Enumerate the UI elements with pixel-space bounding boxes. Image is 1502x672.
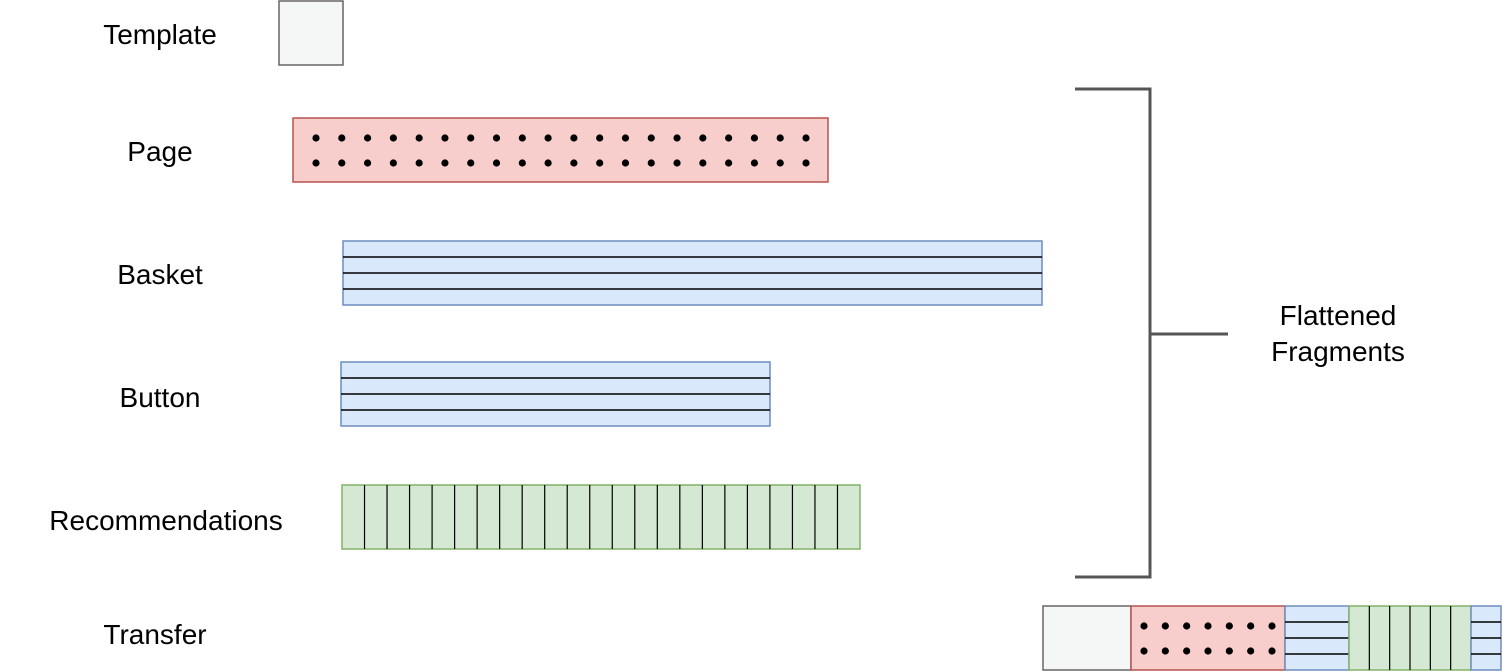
page-dot <box>492 134 501 142</box>
page-dot <box>518 134 526 142</box>
transfer-page-dot <box>1247 647 1255 655</box>
page-dot <box>776 159 784 167</box>
label-button: Button <box>119 382 201 413</box>
transfer-page-segment <box>1130 605 1286 671</box>
label-recommendations: Recommendations <box>49 505 283 536</box>
transfer-page-dot <box>1268 622 1276 630</box>
page-fragment-block <box>292 117 829 183</box>
transfer-page-dot <box>1183 622 1191 630</box>
page-dot <box>621 134 630 142</box>
page-dot <box>492 159 501 167</box>
page-dot <box>596 134 604 142</box>
transfer-page-dot <box>1204 647 1212 655</box>
recommendations-fragment-block <box>341 484 861 550</box>
page-dot <box>570 159 578 167</box>
page-dot <box>338 134 346 142</box>
transfer-template-segment <box>1042 605 1132 671</box>
page-dot <box>415 159 423 167</box>
page-dot <box>802 159 810 167</box>
transfer-page-dot <box>1204 622 1212 630</box>
page-dot <box>647 134 655 142</box>
bracket-label-line1: Flattened <box>1279 300 1397 331</box>
page-dot <box>725 134 733 142</box>
page-dot <box>338 159 346 167</box>
page-dot <box>699 134 707 142</box>
page-dot <box>699 159 707 167</box>
transfer-page-dot <box>1268 647 1276 655</box>
bracket-label-line2: Fragments <box>1271 336 1405 367</box>
page-dot <box>363 134 372 142</box>
transfer-page-dot <box>1247 622 1255 630</box>
page-dot <box>647 159 655 167</box>
page-dot <box>441 134 449 142</box>
page-dot <box>750 134 759 142</box>
button-fragment-block <box>340 361 771 427</box>
page-dot <box>776 134 784 142</box>
page-dot <box>673 159 681 167</box>
transfer-strip <box>1042 605 1502 671</box>
label-basket: Basket <box>117 259 203 290</box>
page-dot <box>544 134 552 142</box>
page-dot <box>441 159 449 167</box>
page-dot <box>518 159 526 167</box>
page-dot <box>415 134 423 142</box>
page-dot <box>570 134 578 142</box>
page-dot <box>312 134 320 142</box>
label-page: Page <box>127 136 193 167</box>
page-dot <box>467 134 475 142</box>
transfer-page-dot <box>1140 647 1148 655</box>
page-dot <box>389 159 397 167</box>
page-dot <box>725 159 733 167</box>
page-dot <box>802 134 810 142</box>
transfer-page-dot <box>1140 622 1148 630</box>
basket-fragment-block <box>342 240 1043 306</box>
page-dot <box>312 159 320 167</box>
label-transfer: Transfer <box>103 619 207 650</box>
page-dot <box>389 134 397 142</box>
transfer-page-dot <box>1183 647 1191 655</box>
page-dot <box>363 159 372 167</box>
bracket-line <box>1075 87 1152 579</box>
page-dot <box>621 159 630 167</box>
page-dot <box>673 134 681 142</box>
page-dot <box>750 159 759 167</box>
template-box <box>278 0 344 66</box>
page-dot <box>544 159 552 167</box>
flattened-fragments-label: Flattened Fragments <box>1271 298 1405 370</box>
template-block <box>278 0 344 66</box>
page-dot <box>596 159 604 167</box>
transfer-page-dot <box>1161 647 1169 655</box>
label-template: Template <box>103 19 217 50</box>
page-dot <box>467 159 475 167</box>
transfer-page-dot <box>1225 622 1233 630</box>
recommendations-box <box>341 484 861 550</box>
transfer-page-dot <box>1225 647 1233 655</box>
page-box <box>292 117 829 183</box>
transfer-page-dot <box>1161 622 1169 630</box>
flattened-fragments-bracket <box>1075 87 1228 579</box>
